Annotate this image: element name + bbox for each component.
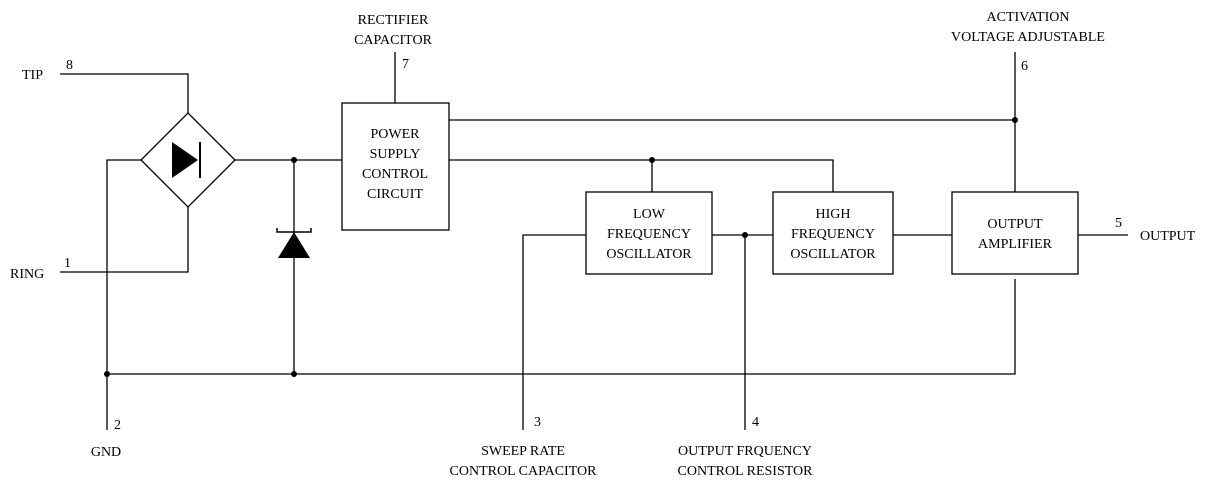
pin-number: 1 [64, 256, 71, 271]
pin-activation: 6 ACTIVATION VOLTAGE ADJUSTABLE [951, 10, 1105, 74]
junction-dot [1012, 117, 1018, 123]
junction-dot [291, 157, 297, 163]
pin-number: 4 [752, 415, 759, 430]
pin-label: GND [91, 445, 121, 460]
pin-label: OUTPUT [1140, 229, 1196, 244]
pin-label: RING [10, 267, 44, 282]
zener-diode [276, 228, 312, 258]
block-label: FREQUENCY [791, 227, 875, 242]
pin-label: SWEEP RATE [481, 444, 565, 459]
block-label: OUTPUT [987, 217, 1043, 232]
tip-wire [60, 73, 189, 113]
osc-supply-wire [449, 159, 834, 192]
pin-label: CAPACITOR [354, 33, 432, 48]
diode-icon [172, 142, 198, 178]
pin-number: 8 [66, 58, 73, 73]
output-amplifier-block: OUTPUT AMPLIFIER [951, 191, 1079, 275]
pin-tip: 8 TIP [22, 58, 73, 83]
pin-ring: 1 RING [10, 256, 71, 282]
pin-sweep-rate: 3 SWEEP RATE CONTROL CAPACITOR [450, 415, 598, 479]
pin-label: OUTPUT FRQUENCY [678, 444, 812, 459]
ground-bus [107, 279, 1016, 375]
junction-dot [291, 371, 297, 377]
pin-output-frequency: 4 OUTPUT FRQUENCY CONTROL RESISTOR [678, 415, 814, 479]
block-label: CONTROL [362, 167, 428, 182]
pin-output: 5 OUTPUT [1115, 216, 1196, 244]
pin-rectifier: 7 RECTIFIER CAPACITOR [354, 13, 432, 72]
pin-label: CONTROL RESISTOR [678, 464, 814, 479]
ring-wire [60, 207, 189, 273]
block-label: CIRCUIT [367, 187, 423, 202]
sweep-pin-wire [522, 234, 586, 430]
pin-number: 7 [402, 57, 409, 72]
pin-number: 5 [1115, 216, 1122, 231]
bridge-gnd-wire [106, 159, 141, 430]
block-label: HIGH [816, 207, 851, 222]
block-label: OSCILLATOR [606, 247, 692, 262]
pin-label: CONTROL CAPACITOR [450, 464, 598, 479]
pin-gnd: 2 GND [91, 418, 121, 460]
block-label: OSCILLATOR [790, 247, 876, 262]
junction-dot [104, 371, 110, 377]
pin-label: VOLTAGE ADJUSTABLE [951, 30, 1105, 45]
junctions [104, 117, 1018, 377]
low-frequency-oscillator-block: LOW FREQUENCY OSCILLATOR [585, 191, 713, 275]
bridge-rectifier [140, 112, 236, 208]
block-label: POWER [371, 127, 421, 142]
pin-number: 6 [1021, 59, 1028, 74]
pin-number: 2 [114, 418, 121, 433]
block-label: AMPLIFIER [978, 237, 1053, 252]
block-label: LOW [633, 207, 666, 222]
block-label: FREQUENCY [607, 227, 691, 242]
pin-label: RECTIFIER [358, 13, 429, 28]
pin-label: TIP [22, 68, 43, 83]
junction-dot [649, 157, 655, 163]
power-supply-block: POWER SUPPLY CONTROL CIRCUIT [341, 102, 450, 231]
zener-diode-icon [278, 232, 310, 258]
junction-dot [742, 232, 748, 238]
pin-label: ACTIVATION [987, 10, 1070, 25]
pin-number: 3 [534, 415, 541, 430]
high-frequency-oscillator-block: HIGH FREQUENCY OSCILLATOR [772, 191, 894, 275]
block-label: SUPPLY [370, 147, 421, 162]
